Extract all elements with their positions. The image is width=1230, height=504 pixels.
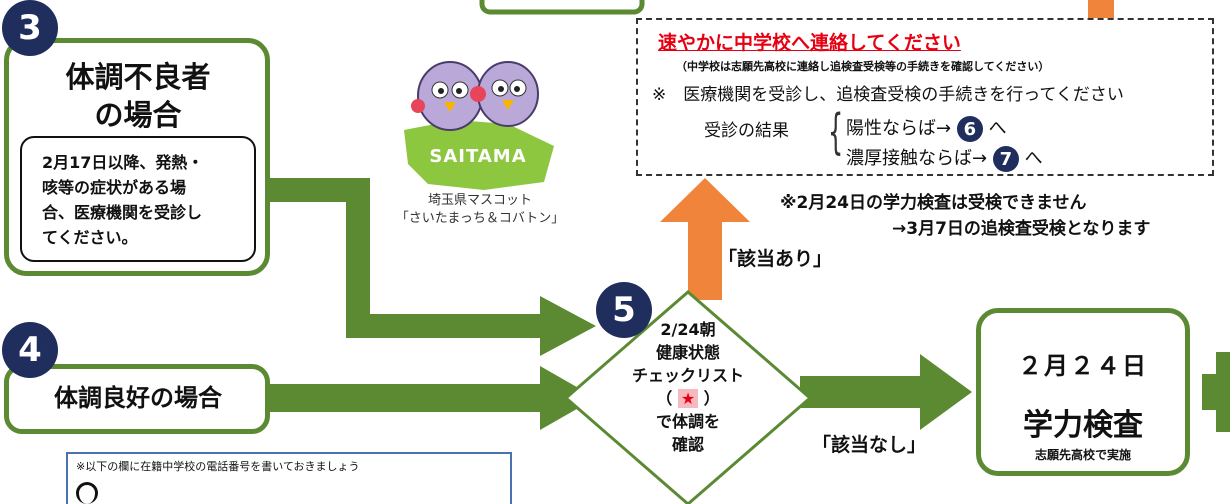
notice-positive: 陽性ならば→ 6 へ [846,114,1007,142]
label-no: 「該当なし」 [812,434,927,456]
notice-line1: ※ 医療機関を受診し、追検査受検の手続きを行ってください [652,85,1124,105]
step3-box [4,38,270,276]
exam-sub: 志願先高校で実施 [1034,448,1131,462]
notice-brace: { [828,104,844,160]
orange-top-bar [1088,0,1114,18]
step5-text: 2/24朝 健康状態 チェックリスト （ ★ ） で体調を 確認 [628,318,748,456]
step3-title: 体調不良者 の場合 [20,58,256,134]
star-icon: ★ [677,389,699,408]
exam-box [976,308,1190,476]
mascot-graphic [404,61,554,190]
step5-star-open: （ [656,389,673,408]
step3-note-line3: 合、医療機関を受診し [42,203,203,222]
mascot-illustration: SAITAMA [398,54,558,190]
phone-note-text: ※以下の欄に在籍中学校の電話番号を書いておきましょう [76,460,360,473]
notice-positive-suffix: へ [988,118,1007,139]
mascot-caption-line1: 埼玉県マスコット [427,193,532,208]
warning-line2: →3月7日の追検査受検となります [892,219,1151,239]
step5-line1: 2/24朝 [660,320,716,339]
step5-star-line: （ ★ ） [628,387,748,410]
step3-title-line1: 体調不良者 [65,60,211,94]
mascot-caption-line2: 「さいたまっち＆コバトン」 [395,211,565,226]
step5-line3: チェックリスト [631,366,744,385]
notice-contact-num: 7 [992,146,1019,172]
notice-contact: 濃厚接触ならば→ 7 へ [846,144,1043,172]
phone-note-box [66,452,512,504]
notice-result-label: 受診の結果 [704,121,789,141]
step5-line5: で体調を [655,412,720,431]
step5-line6: 確認 [671,435,704,454]
step3-number: 3 [18,8,42,48]
arrow-check-to-notice [660,178,750,300]
arrow-exam-out-head [1216,352,1230,432]
step5-number: 5 [612,290,636,330]
notice-contact-suffix: へ [1024,148,1043,169]
step4-title: 体調良好の場合 [54,384,222,412]
warning-line1: ※2月24日の学力検査は受検できません [780,193,1087,213]
step3-note-line4: てください。 [42,228,138,247]
exam-date: ２月２４日 [1018,352,1148,380]
arrow-check-to-exam [800,354,972,430]
step5-badge: 5 [596,282,652,338]
notice-positive-num: 6 [956,116,983,142]
notice-box [636,18,1214,176]
exam-title: 学力検査 [1023,408,1143,443]
notice-contact-text: 濃厚接触ならば→ [846,148,988,169]
step5-line2: 健康状態 [655,343,720,362]
notice-sub: （中学校は志願先高校に連絡し追検査受検等の手続きを確認してください） [676,60,1050,73]
phone-icon [76,482,98,504]
step5-star-close: ） [703,389,720,408]
step4-box [4,364,270,434]
label-yes: 「該当あり」 [718,248,833,270]
mascot-logo-text: SAITAMA [429,146,527,167]
notice-headline: 速やかに中学校へ連絡してください [658,32,961,54]
mascot-caption: 埼玉県マスコット 「さいたまっち＆コバトン」 [380,192,580,228]
step4-number: 4 [18,330,42,370]
step3-title-line2: の場合 [94,98,182,132]
arrow-step4-to-check [268,366,596,430]
notice-positive-text: 陽性ならば→ [846,118,952,139]
step4-badge: 4 [2,322,58,378]
top-box-fragment [479,0,645,15]
step3-note: 2月17日以降、発熱・ 咳等の症状がある場 合、医療機関を受診し てください。 [20,136,256,262]
step3-note-line1: 2月17日以降、発熱・ [42,153,204,172]
step3-note-line2: 咳等の症状がある場 [42,178,187,197]
step3-badge: 3 [2,0,58,56]
arrow-step3-to-check [268,178,596,356]
